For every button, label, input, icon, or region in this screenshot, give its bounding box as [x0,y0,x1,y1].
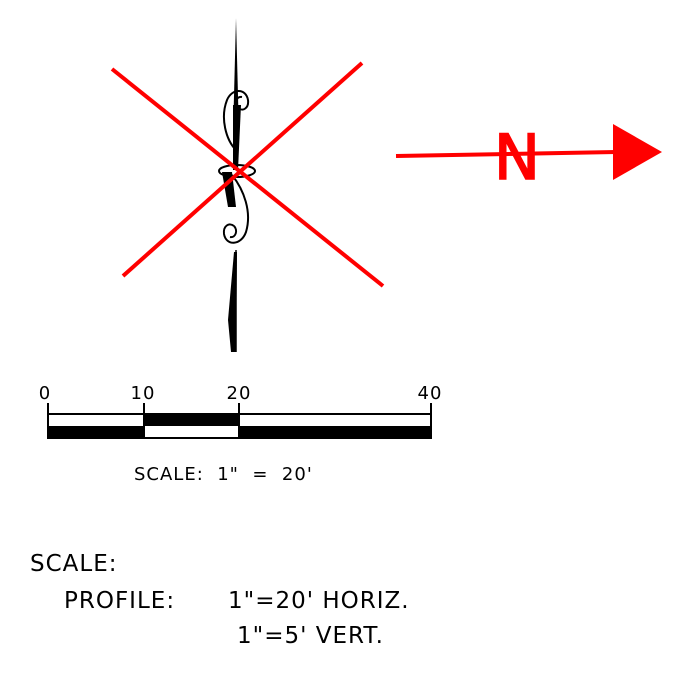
upper-scroll-inner [234,95,243,109]
lower-scroll-inner [229,225,238,239]
profile-vertical-scale: 1"=5' VERT. [237,623,384,649]
north-arrow-head [613,124,662,180]
bar-scale-tick-40: 40 [418,383,443,404]
bar-scale: 0 10 20 40 SCALE: 1" = 20' [39,383,443,485]
profile-scale-heading: SCALE: [30,551,118,577]
profile-horizontal-scale: 1"=20' HORIZ. [228,588,410,614]
bar-scale-tick-10: 10 [131,383,156,404]
arrow-lower-blade [228,252,237,352]
ornamental-north-arrow-icon [218,18,256,352]
strike-line-2 [121,61,364,278]
bar-scale-segment-10-20-top [144,414,239,426]
lower-scroll [222,174,250,244]
profile-scale-note: SCALE: PROFILE: 1"=20' HORIZ. 1"=5' VERT… [30,551,410,649]
north-arrow-shaft [395,150,617,158]
bar-scale-tick-0: 0 [39,383,51,404]
profile-label: PROFILE: [64,588,175,614]
north-arrow-icon: N [395,120,662,195]
bar-scale-segment-0-10-bottom [48,426,144,438]
bar-scale-segment-20-40-bottom [239,426,431,438]
arrow-upper-shaft [233,105,241,170]
north-letter: N [494,121,540,194]
strike-line-1 [110,67,385,288]
bar-scale-caption: SCALE: 1" = 20' [134,464,313,485]
upper-scroll [223,90,250,151]
bar-scale-tick-20: 20 [227,383,252,404]
strike-through-x [110,61,385,288]
